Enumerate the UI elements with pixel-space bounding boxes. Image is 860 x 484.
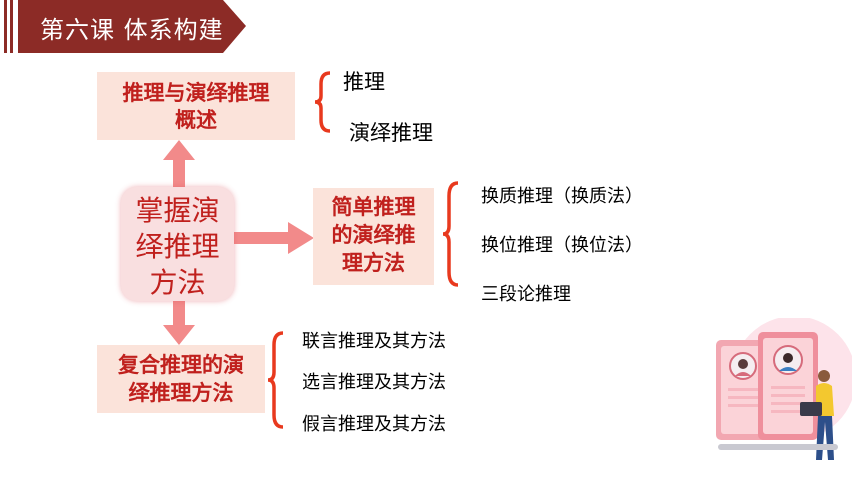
page-title: 第六课 体系构建: [40, 16, 224, 44]
brace-icon: [314, 71, 331, 133]
header-stripe: [4, 0, 7, 53]
box-line: 简单推理: [331, 194, 416, 219]
brace-icon: [442, 181, 459, 287]
arrow-right-icon: [234, 222, 314, 254]
top-topic-box: 推理与演绎推理 概述: [97, 72, 295, 140]
leaf-item: 换位推理（换位法）: [481, 235, 643, 256]
center-line: 掌握演: [135, 194, 220, 227]
box-line: 推理与演绎推理: [122, 80, 270, 105]
center-node: 掌握演 绎推理 方法: [121, 187, 234, 301]
arrow-up-icon: [163, 140, 195, 190]
profile-cards-illustration: [716, 318, 852, 460]
box-line: 复合推理的演: [118, 352, 244, 377]
leaf-item: 换质推理（换质法）: [481, 186, 643, 207]
brace-icon: [267, 331, 284, 429]
box-line: 绎推理方法: [128, 380, 234, 405]
leaf-item: 选言推理及其方法: [302, 372, 446, 393]
center-line: 方法: [149, 266, 206, 299]
bottom-topic-box: 复合推理的演 绎推理方法: [97, 345, 265, 413]
leaf-item: 联言推理及其方法: [302, 331, 446, 352]
right-topic-box: 简单推理 的演绎推 理方法: [313, 188, 434, 285]
box-line: 的演绎推: [331, 222, 416, 247]
leaf-item: 假言推理及其方法: [302, 414, 446, 435]
header-banner: [0, 0, 246, 53]
leaf-item: 推理: [343, 70, 385, 94]
arrow-down-icon: [163, 300, 195, 345]
leaf-item: 演绎推理: [349, 121, 433, 145]
box-line: 概述: [175, 107, 217, 132]
center-line: 绎推理: [135, 230, 220, 263]
box-line: 理方法: [342, 250, 405, 275]
header-stripe: [10, 0, 13, 53]
header-shape: [18, 0, 246, 53]
leaf-item: 三段论推理: [481, 284, 571, 305]
